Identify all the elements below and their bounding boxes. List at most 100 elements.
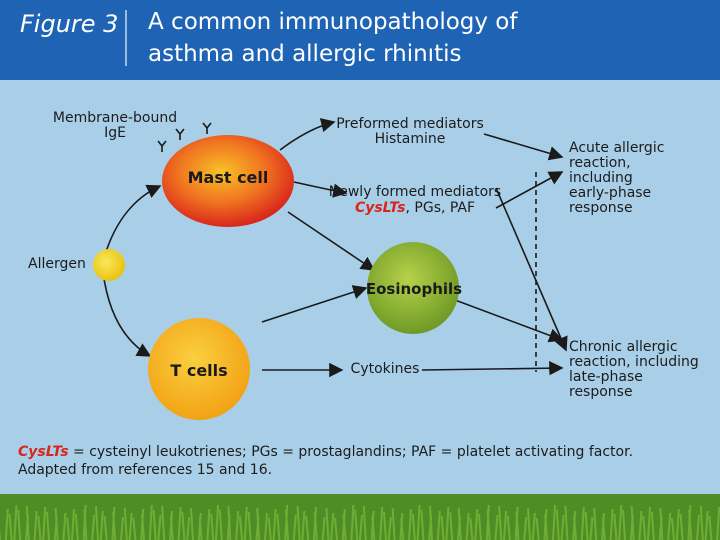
grass-blade: [494, 514, 499, 540]
grass-blade: [141, 513, 145, 540]
arrow-preformed-to-acute: [483, 133, 564, 161]
grass-blade: [391, 507, 396, 540]
grass-blade: [531, 512, 536, 540]
footnote-cyslts: CysLTs: [18, 444, 69, 460]
grass-blade: [359, 514, 363, 540]
preformed-mediators-label: Preformed mediators Histamine: [336, 116, 484, 147]
grass-blade: [37, 515, 42, 540]
grass-blade: [474, 508, 479, 540]
grass-blade: [74, 513, 79, 540]
grass-decoration: [0, 494, 720, 540]
line-mast-to-eosinophils: [287, 211, 376, 271]
grass-blade: [650, 511, 655, 540]
footnote-line-2: Adapted from references 15 and 16.: [18, 462, 273, 478]
grass-blade: [342, 513, 347, 540]
ige-receptor-icons: [157, 122, 212, 152]
grass-blade: [190, 507, 194, 540]
grass-blade: [503, 510, 507, 540]
grass-blade: [449, 511, 454, 540]
grass-blade: [362, 505, 367, 540]
eosinophils-label: Eosinophils: [365, 280, 463, 298]
membrane-bound-ige-label: Membrane-bound IgE: [52, 110, 178, 141]
grass-blade: [83, 509, 88, 540]
grass-blade: [301, 510, 306, 540]
header-divider: [125, 10, 127, 66]
grass-blade: [181, 511, 186, 540]
grass-blade: [420, 509, 425, 540]
grass-blade: [46, 511, 50, 540]
grass-blade: [515, 511, 520, 540]
grass-blade: [169, 515, 174, 540]
mast-cell-node: [162, 135, 294, 227]
grass-blade: [218, 509, 223, 540]
grass-blade: [675, 508, 680, 540]
grass-blade: [457, 507, 462, 540]
grass-blade: [350, 504, 355, 540]
grass-blade: [469, 517, 474, 540]
mast-cell-label: Mast cell: [187, 168, 269, 187]
grass-blade: [584, 511, 589, 540]
grass-blade: [210, 513, 215, 540]
grass-blade: [285, 509, 289, 540]
grass-blade: [148, 504, 153, 540]
grass-blade: [622, 509, 626, 540]
grass-blade: [95, 505, 99, 540]
grass-blade: [99, 510, 104, 540]
grass-blade: [239, 515, 243, 540]
grass-blade: [478, 513, 482, 540]
grass-blade: [325, 507, 330, 540]
t-cells-node: [148, 318, 250, 420]
arrow-tcells-to-eosinophils: [261, 285, 368, 323]
grass-blade: [416, 504, 421, 540]
allergen-node: [93, 249, 125, 281]
grass-blade: [589, 516, 594, 540]
grass-blade: [186, 516, 191, 540]
grass-blade: [564, 505, 569, 540]
arrow-eosinophils-to-chronic: [454, 299, 564, 343]
grass-blade: [638, 510, 643, 540]
grass-blade: [235, 510, 240, 540]
grass-blade: [128, 512, 133, 540]
eosinophils-node: [367, 242, 459, 334]
grass-blade: [573, 515, 577, 540]
grass-blade: [13, 504, 18, 540]
grass-blade: [42, 506, 47, 540]
grass-blade: [609, 508, 614, 540]
grass-blade: [400, 517, 405, 540]
acute-reaction-label: Acute allergic reaction, including early…: [569, 140, 665, 216]
grass-blade: [498, 505, 503, 540]
grass-blade: [123, 507, 128, 540]
grass-blade: [247, 511, 252, 540]
grass-blade: [91, 514, 96, 540]
grass-blade: [4, 508, 9, 540]
grass-blade: [330, 512, 335, 540]
grass-blade: [642, 515, 647, 540]
arrow-mast-to-preformed: [279, 118, 336, 151]
grass-blade: [264, 512, 268, 540]
grass-blade: [436, 510, 441, 540]
grass-blade: [593, 507, 598, 540]
allergen-label: Allergen: [28, 256, 86, 272]
grass-blade: [535, 517, 540, 540]
figure-title: A common immunopathology of asthma and a…: [148, 9, 518, 67]
grass-blade: [560, 514, 565, 540]
grass-blade: [267, 517, 272, 540]
grass-blade: [613, 513, 618, 540]
grass-blade: [429, 505, 433, 540]
grass-blade: [276, 513, 281, 540]
grass-blade: [580, 506, 585, 540]
grass-blade: [411, 513, 416, 540]
grass-blade: [618, 504, 623, 540]
grass-blade: [272, 508, 277, 540]
grass-blade: [699, 505, 704, 540]
footnote-definitions: = cysteinyl leukotrienes; PGs = prostagl…: [68, 444, 634, 460]
grass-blade: [334, 517, 338, 540]
grass-blade: [152, 509, 157, 540]
grass-blade: [305, 515, 310, 540]
chronic-reaction-label: Chronic allergic reaction, including lat…: [569, 339, 699, 400]
grass-blade: [440, 515, 445, 540]
grass-blade: [354, 509, 359, 540]
grass-blade: [62, 512, 67, 540]
grass-blade: [161, 505, 166, 540]
